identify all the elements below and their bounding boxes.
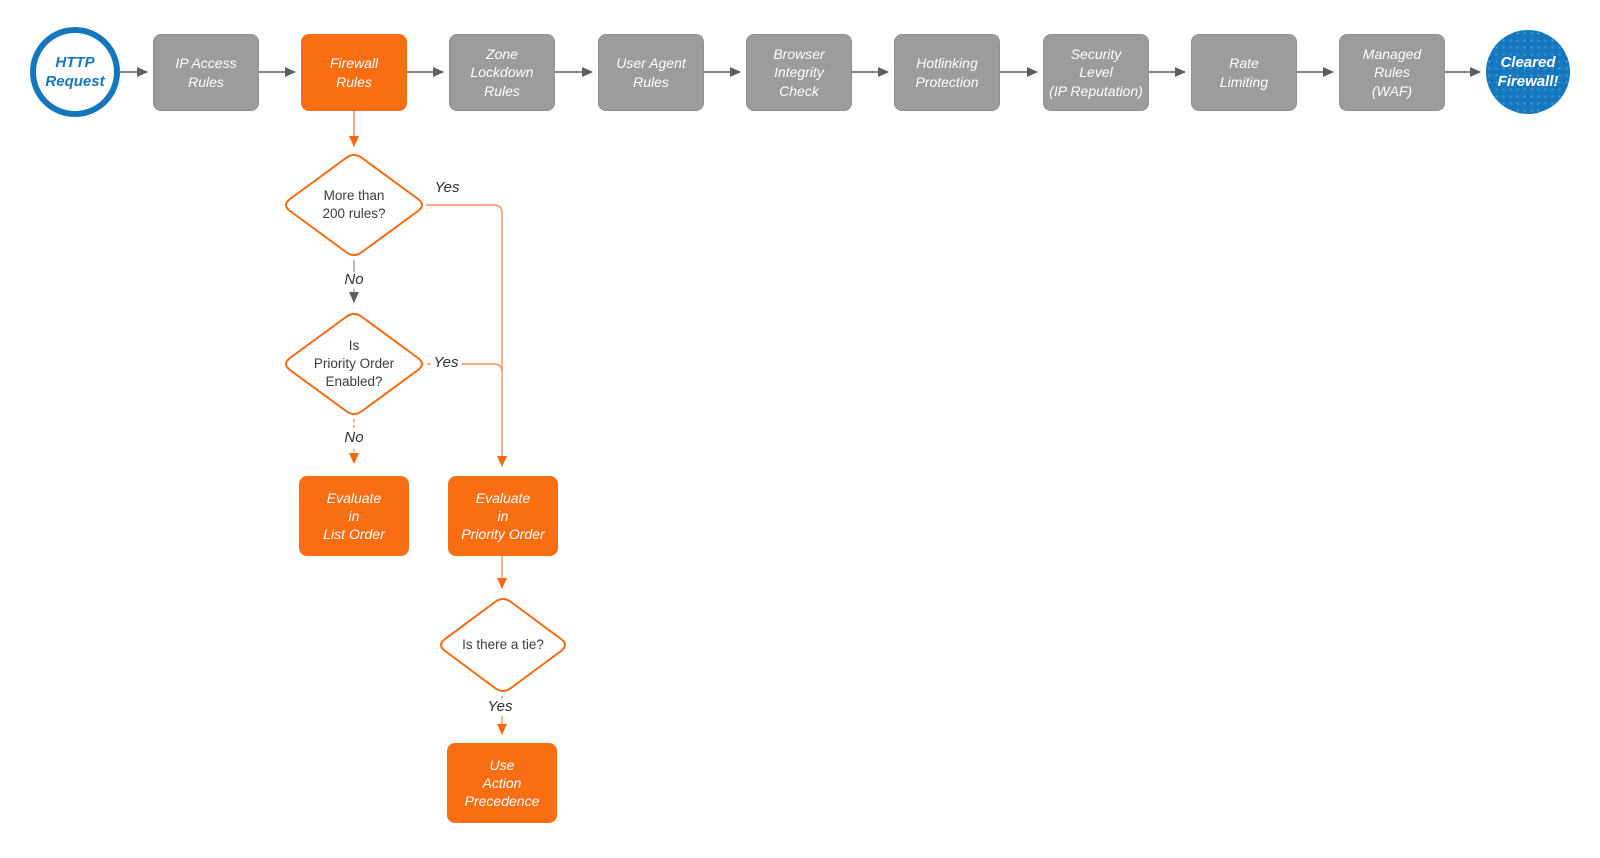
step-managed-rules-waf[interactable]: Managed Rules (WAF) — [1339, 34, 1445, 111]
step-ip-access-rules[interactable]: IP Access Rules — [153, 34, 259, 111]
action-label: Use Action Precedence — [464, 756, 540, 810]
step-label: Rate Limiting — [1219, 55, 1269, 90]
action-label: Evaluate in List Order — [323, 489, 385, 543]
edge-label-no-more-rules: No — [341, 271, 367, 289]
step-label: Zone Lockdown Rules — [470, 46, 534, 99]
step-label: Security Level (IP Reputation) — [1049, 46, 1143, 99]
edge-label-no-priority: No — [341, 429, 367, 447]
action-use-action-precedence[interactable]: Use Action Precedence — [447, 743, 557, 823]
diamond-shape — [285, 313, 423, 415]
step-user-agent-rules[interactable]: User Agent Rules — [598, 34, 704, 111]
step-browser-integrity-check[interactable]: Browser Integrity Check — [746, 34, 852, 111]
diamond-shape — [285, 154, 423, 256]
edge-label-yes-tie: Yes — [484, 698, 516, 716]
step-label: Browser Integrity Check — [773, 46, 825, 99]
step-label: User Agent Rules — [616, 55, 686, 90]
decision-label: Is Priority Order Enabled? — [313, 337, 395, 390]
connector-decision1-yes — [426, 204, 507, 467]
step-label: Hotlinking Protection — [915, 55, 979, 90]
step-security-level[interactable]: Security Level (IP Reputation) — [1043, 34, 1149, 111]
decision-label: Is there a tie? — [462, 636, 544, 652]
step-firewall-rules[interactable]: Firewall Rules — [301, 34, 407, 111]
edge-label-yes-priority: Yes — [430, 354, 462, 372]
step-hotlinking-protection[interactable]: Hotlinking Protection — [894, 34, 1000, 111]
action-evaluate-in-list-order[interactable]: Evaluate in List Order — [299, 476, 409, 556]
decision-label: More than 200 rules? — [322, 187, 386, 221]
step-zone-lockdown-rules[interactable]: Zone Lockdown Rules — [449, 34, 555, 111]
step-label: Firewall Rules — [329, 55, 379, 90]
decision-priority-order-enabled[interactable]: Is Priority Order Enabled? — [280, 309, 428, 419]
end-node-label: Cleared Firewall! — [1497, 53, 1559, 91]
action-label: Evaluate in Priority Order — [461, 489, 545, 543]
decision-more-than-200-rules[interactable]: More than 200 rules? — [280, 150, 428, 260]
start-node-http-request[interactable]: HTTP Request — [30, 27, 120, 117]
edge-label-yes-more-rules: Yes — [431, 179, 463, 197]
action-evaluate-in-priority-order[interactable]: Evaluate in Priority Order — [448, 476, 558, 556]
step-rate-limiting[interactable]: Rate Limiting — [1191, 34, 1297, 111]
start-node-label: HTTP Request — [45, 53, 105, 91]
step-label: IP Access Rules — [175, 55, 237, 90]
step-label: Managed Rules (WAF) — [1362, 46, 1422, 99]
end-node-cleared-firewall[interactable]: Cleared Firewall! — [1486, 30, 1570, 114]
diamond-shape — [440, 598, 566, 692]
decision-is-there-a-tie[interactable]: Is there a tie? — [436, 594, 570, 696]
